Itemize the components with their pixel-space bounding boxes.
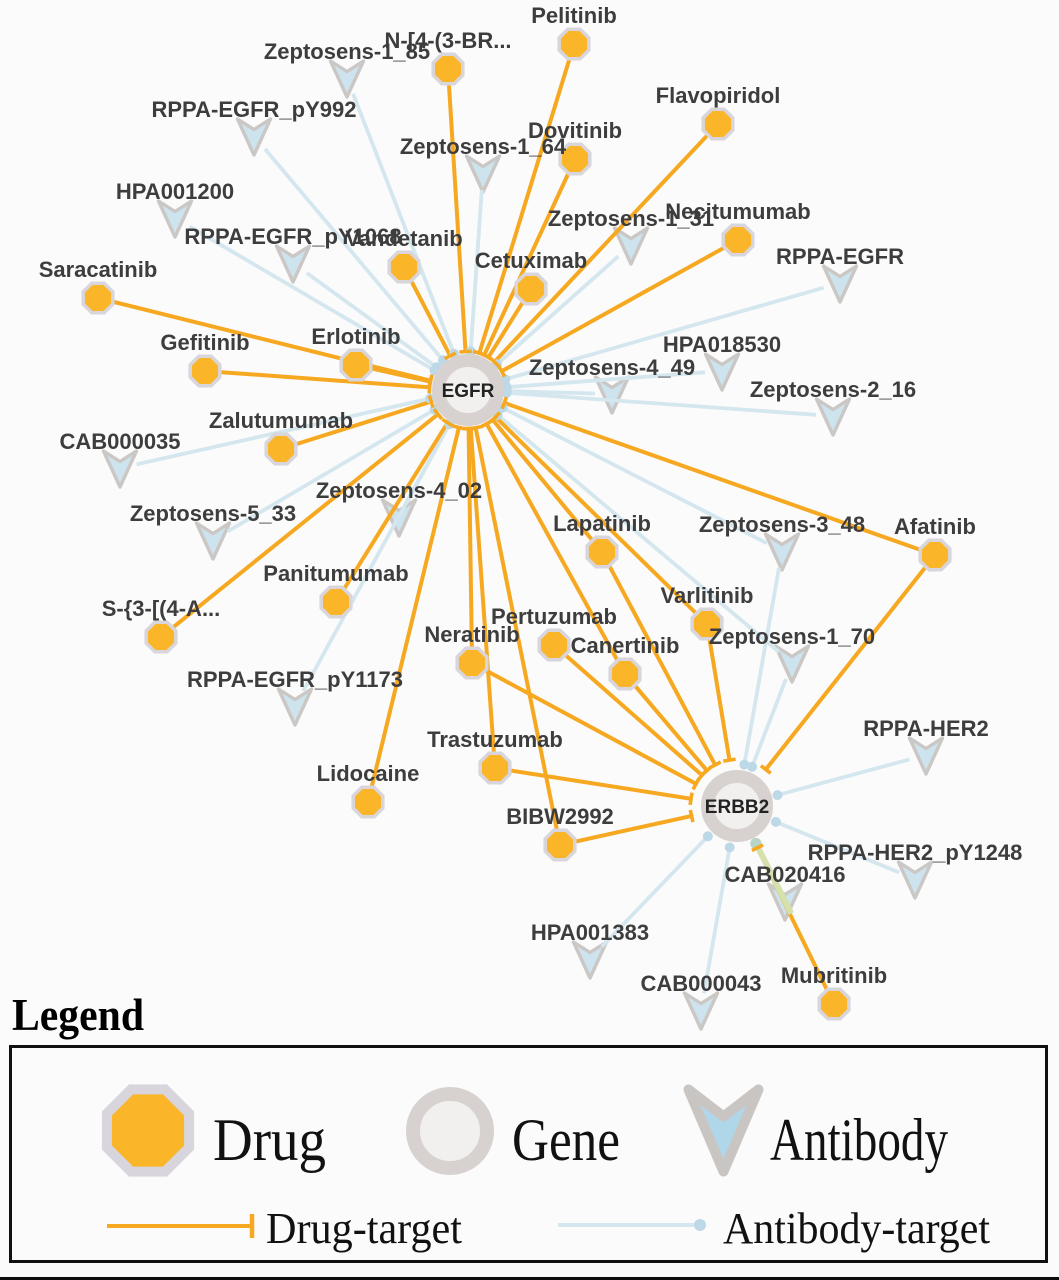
svg-text:CAB000043: CAB000043	[640, 971, 761, 996]
svg-text:Erlotinib: Erlotinib	[311, 324, 400, 349]
svg-text:Gene: Gene	[512, 1107, 620, 1173]
svg-text:Zeptosens-5_33: Zeptosens-5_33	[130, 501, 296, 526]
svg-text:Mubritinib: Mubritinib	[781, 963, 887, 988]
svg-text:Panitumumab: Panitumumab	[263, 561, 408, 586]
svg-text:Zeptosens-1_70: Zeptosens-1_70	[709, 624, 875, 649]
svg-text:Zeptosens-3_48: Zeptosens-3_48	[699, 512, 865, 537]
svg-text:RPPA-EGFR: RPPA-EGFR	[776, 244, 904, 269]
svg-text:Drug: Drug	[213, 1107, 326, 1173]
svg-text:RPPA-HER2_pY1248: RPPA-HER2_pY1248	[808, 840, 1023, 865]
svg-text:CAB000035: CAB000035	[59, 429, 180, 454]
svg-text:RPPA-EGFR_pY992: RPPA-EGFR_pY992	[152, 97, 357, 122]
svg-text:Zeptosens-1_85: Zeptosens-1_85	[264, 39, 430, 64]
svg-text:Pelitinib: Pelitinib	[531, 3, 617, 28]
svg-text:RPPA-EGFR_pY1068: RPPA-EGFR_pY1068	[184, 224, 401, 249]
svg-text:Saracatinib: Saracatinib	[39, 257, 158, 282]
svg-text:Pertuzumab: Pertuzumab	[491, 604, 617, 629]
svg-text:Flavopiridol: Flavopiridol	[656, 83, 781, 108]
svg-text:HPA018530: HPA018530	[663, 332, 781, 357]
svg-text:Dovitinib: Dovitinib	[528, 118, 622, 143]
svg-text:RPPA-EGFR_pY1173: RPPA-EGFR_pY1173	[187, 667, 403, 692]
svg-text:Afatinib: Afatinib	[894, 514, 976, 539]
svg-text:Vandetanib: Vandetanib	[345, 226, 462, 251]
svg-text:RPPA-HER2: RPPA-HER2	[863, 716, 989, 741]
svg-text:ERBB2: ERBB2	[705, 797, 769, 818]
svg-text:S-{3-[(4-A...: S-{3-[(4-A...	[102, 596, 221, 621]
svg-text:Antibody-target: Antibody-target	[723, 1204, 990, 1253]
svg-text:Legend: Legend	[12, 990, 144, 1040]
svg-text:Zeptosens-2_16: Zeptosens-2_16	[750, 377, 916, 402]
svg-text:Zeptosens-1_31: Zeptosens-1_31	[548, 206, 714, 231]
svg-text:Zeptosens-1_64: Zeptosens-1_64	[400, 134, 567, 159]
svg-text:Zeptosens-4_49: Zeptosens-4_49	[529, 355, 695, 380]
svg-text:Varlitinib: Varlitinib	[661, 583, 754, 608]
svg-text:Gefitinib: Gefitinib	[160, 330, 249, 355]
svg-text:Lidocaine: Lidocaine	[317, 761, 420, 786]
svg-text:Cetuximab: Cetuximab	[475, 248, 587, 273]
svg-text:Antibody: Antibody	[770, 1107, 948, 1173]
svg-text:HPA001200: HPA001200	[116, 179, 234, 204]
svg-text:Canertinib: Canertinib	[571, 633, 680, 658]
svg-text:Neratinib: Neratinib	[424, 622, 519, 647]
svg-text:CAB020416: CAB020416	[724, 862, 845, 887]
svg-text:BIBW2992: BIBW2992	[506, 804, 614, 829]
svg-text:EGFR: EGFR	[442, 381, 495, 402]
svg-text:N-[4-(3-BR...: N-[4-(3-BR...	[384, 28, 511, 53]
svg-text:Drug-target: Drug-target	[266, 1204, 462, 1253]
svg-text:Lapatinib: Lapatinib	[553, 511, 651, 536]
svg-text:Zeptosens-4_02: Zeptosens-4_02	[316, 478, 482, 503]
svg-text:Zalutumumab: Zalutumumab	[209, 408, 353, 433]
svg-text:Necitumumab: Necitumumab	[665, 199, 810, 224]
svg-text:HPA001383: HPA001383	[531, 920, 649, 945]
svg-text:Trastuzumab: Trastuzumab	[427, 727, 563, 752]
